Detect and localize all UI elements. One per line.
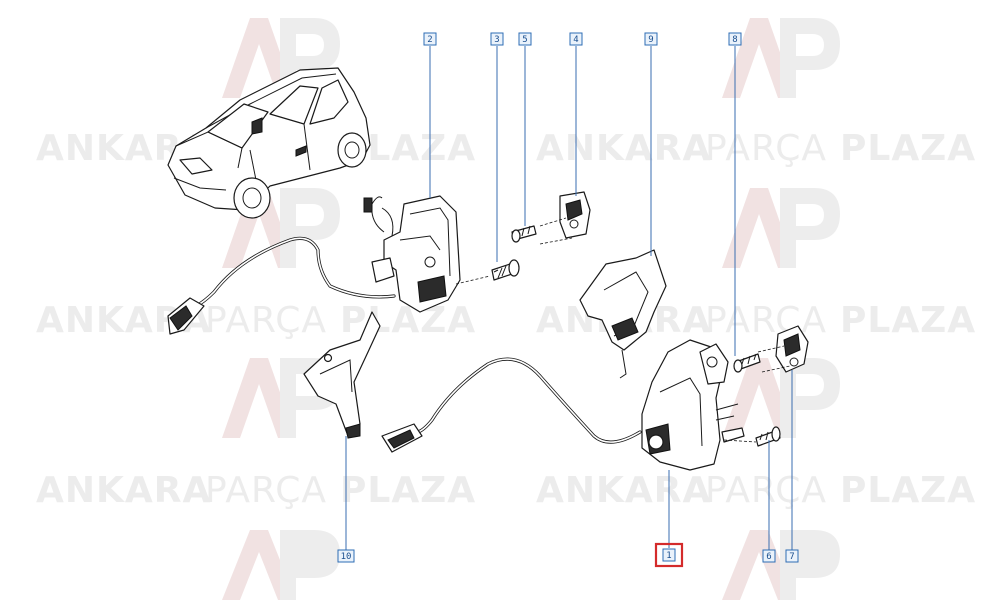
- watermark-logo: [722, 18, 840, 98]
- callout-label: 1: [666, 551, 671, 561]
- part-6-screw: [723, 426, 781, 447]
- front-cable-end-fitting: [167, 297, 205, 335]
- callout-label: 5: [522, 35, 527, 45]
- watermark-logo: [222, 530, 340, 600]
- part-5-screw: [511, 225, 537, 243]
- callout-label: 8: [732, 35, 737, 45]
- svg-text:PARÇA: PARÇA: [205, 470, 327, 511]
- svg-text:ANKARA: ANKARA: [536, 470, 711, 511]
- callout-8[interactable]: 8: [728, 32, 742, 46]
- callout-9[interactable]: 9: [644, 32, 658, 46]
- callout-label: 4: [573, 35, 578, 45]
- rear-cable-end-fitting: [381, 423, 423, 453]
- callout-1-highlighted[interactable]: 1: [654, 542, 684, 568]
- svg-text:PARÇA: PARÇA: [705, 128, 827, 169]
- svg-text:ANKARA: ANKARA: [536, 128, 711, 169]
- callout-7[interactable]: 7: [785, 549, 799, 563]
- part-7-striker-plate: [757, 325, 809, 373]
- svg-text:ANKARA: ANKARA: [36, 470, 211, 511]
- watermark-logo: [722, 188, 840, 268]
- part-3-screw: [455, 259, 520, 285]
- svg-text:PLAZA: PLAZA: [840, 470, 976, 511]
- callout-5[interactable]: 5: [518, 32, 532, 46]
- svg-text:PLAZA: PLAZA: [840, 300, 976, 341]
- callout-label: 6: [766, 552, 771, 562]
- callout-6[interactable]: 6: [762, 549, 776, 563]
- front-release-cable: [194, 236, 396, 308]
- watermark-logo: [222, 188, 340, 268]
- svg-text:PLAZA: PLAZA: [340, 300, 476, 341]
- svg-text:PLAZA: PLAZA: [840, 128, 976, 169]
- car-illustration: [167, 67, 371, 219]
- svg-text:PLAZA: PLAZA: [340, 470, 476, 511]
- callout-leaders: [345, 46, 793, 550]
- svg-text:PARÇA: PARÇA: [705, 300, 827, 341]
- watermark-text-row: ANKARA PARÇA PLAZA ANKARA PARÇA PLAZA: [36, 470, 976, 511]
- watermark-logo: [722, 530, 840, 600]
- rear-release-cable: [416, 357, 642, 444]
- part-1-rear-door-lock: [641, 339, 745, 471]
- callout-3[interactable]: 3: [490, 32, 504, 46]
- callout-2[interactable]: 2: [423, 32, 437, 46]
- callout-10[interactable]: 10: [337, 549, 355, 563]
- callout-label: 9: [648, 35, 653, 45]
- watermark-logo: [722, 358, 840, 438]
- callout-4[interactable]: 4: [569, 32, 583, 46]
- callout-label: 2: [427, 35, 432, 45]
- part-10-lower-bracket: [303, 311, 381, 439]
- svg-text:PARÇA: PARÇA: [205, 300, 327, 341]
- svg-text:PARÇA: PARÇA: [705, 470, 827, 511]
- callout-label: 7: [789, 552, 794, 562]
- part-2-front-door-lock: [363, 195, 461, 313]
- part-8-screw: [733, 353, 761, 373]
- part-9-door-bracket: [579, 249, 667, 379]
- callout-label: 3: [494, 35, 499, 45]
- part-4-striker-plate: [539, 191, 591, 245]
- callout-label: 10: [341, 552, 352, 562]
